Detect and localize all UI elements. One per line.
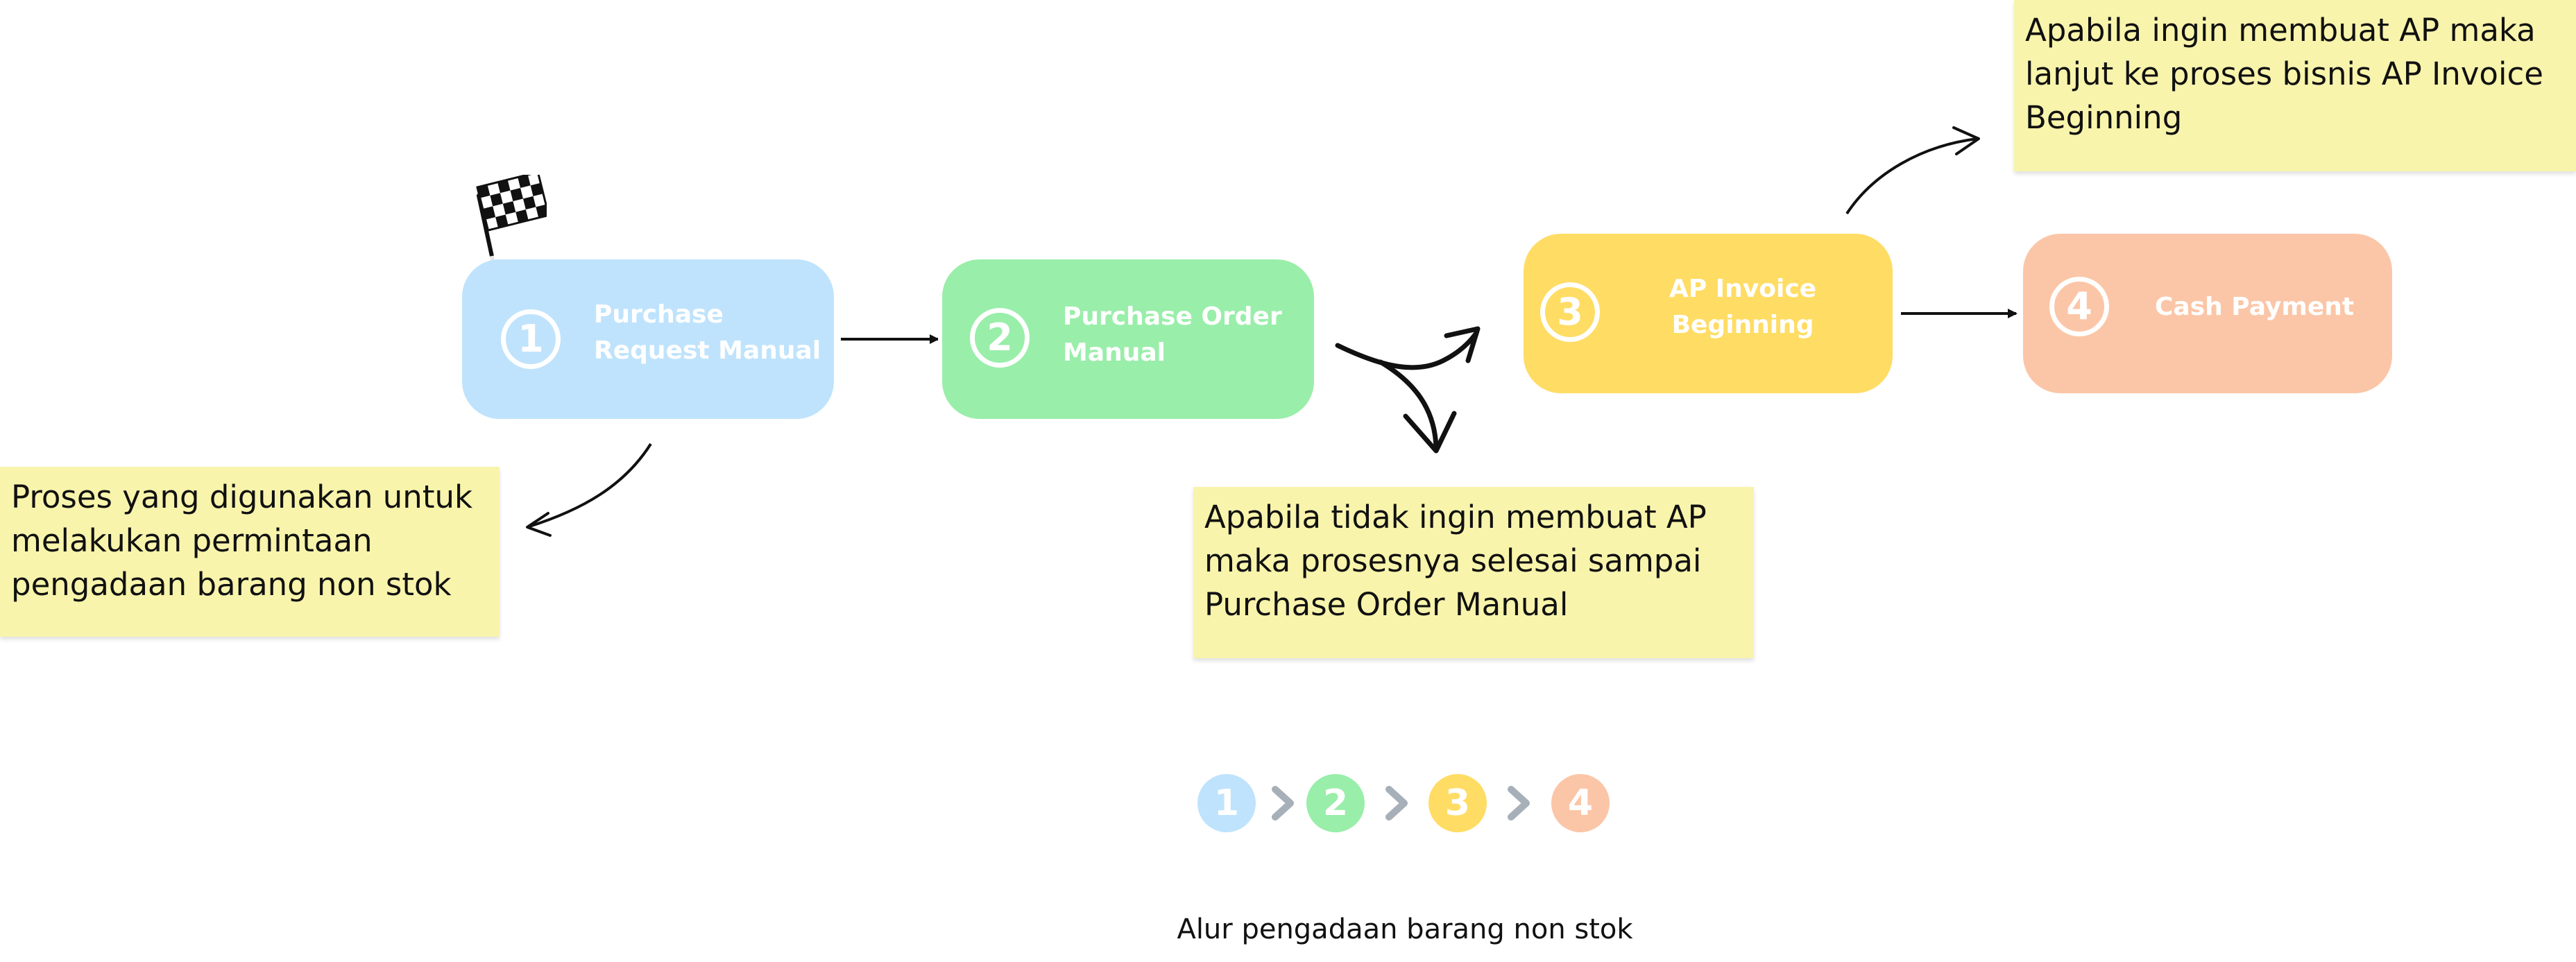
- chevron-right-icon: [1385, 786, 1408, 821]
- step-label: AP Invoice Beginning: [1669, 275, 1817, 339]
- step-cash-payment[interactable]: 4 Cash Payment: [2023, 234, 2392, 393]
- legend-step-3: 3: [1428, 774, 1487, 832]
- legend-step-2: 2: [1306, 774, 1365, 832]
- legend-step-4: 4: [1551, 774, 1610, 832]
- step-label: Purchase Request Manual: [594, 300, 821, 365]
- chevron-right-icon: [1508, 786, 1530, 821]
- step-purchase-order-manual[interactable]: 2 Purchase Order Manual: [942, 259, 1314, 419]
- step-purchase-request-manual[interactable]: 1 Purchase Request Manual: [462, 259, 834, 419]
- arrow-step1-to-note: [526, 443, 652, 537]
- step-number-badge: 4: [2049, 277, 2109, 336]
- chevron-right-icon: [1272, 786, 1294, 821]
- diagram-caption: Alur pengadaan barang non stok: [1177, 913, 1633, 945]
- step-number-badge: 1: [501, 309, 561, 369]
- step-number-badge: 2: [970, 308, 1030, 368]
- step-ap-invoice-beginning[interactable]: 3 AP Invoice Beginning: [1524, 234, 1893, 393]
- step-number-badge: 3: [1540, 282, 1600, 342]
- step-label: Purchase Order Manual: [1063, 302, 1282, 367]
- arrow-step3-to-note: [1845, 126, 1980, 215]
- legend-step-1: 1: [1197, 774, 1256, 832]
- note-purchase-request: Proses yang digunakan untuk melakukan pe…: [0, 467, 500, 637]
- note-with-ap: Apabila ingin membuat AP maka lanjut ke …: [2014, 0, 2576, 171]
- note-no-ap: Apabila tidak ingin membuat AP maka pros…: [1193, 487, 1754, 658]
- checkered-flag-icon: [476, 175, 547, 293]
- split-arrow: [1335, 326, 1481, 454]
- step-label: Cash Payment: [2155, 293, 2355, 321]
